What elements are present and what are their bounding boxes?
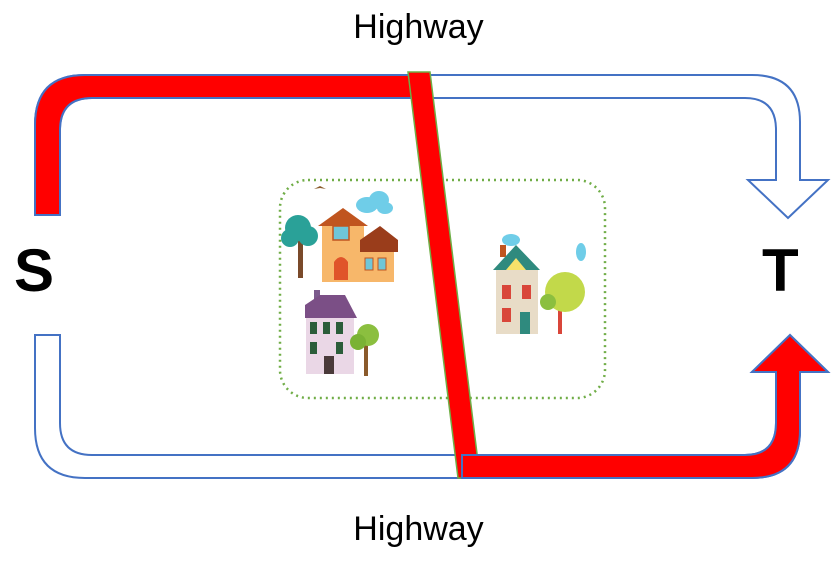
house-icon bbox=[318, 208, 398, 282]
cloud-icon bbox=[356, 191, 393, 214]
tree-icon bbox=[350, 324, 379, 376]
source-node-label: S bbox=[14, 236, 54, 305]
house-icon bbox=[305, 290, 357, 374]
bird-icon bbox=[314, 186, 326, 189]
tree-icon bbox=[281, 215, 318, 278]
route-segment-top bbox=[35, 75, 422, 215]
bottom-highway-label: Highway bbox=[0, 510, 837, 549]
tree-icon bbox=[540, 272, 585, 334]
top-highway-label: Highway bbox=[0, 8, 837, 47]
target-node-label: T bbox=[762, 236, 799, 305]
route-segment-bottom bbox=[462, 335, 828, 478]
house-icon bbox=[493, 245, 540, 334]
route-segment-diagonal bbox=[408, 72, 480, 478]
